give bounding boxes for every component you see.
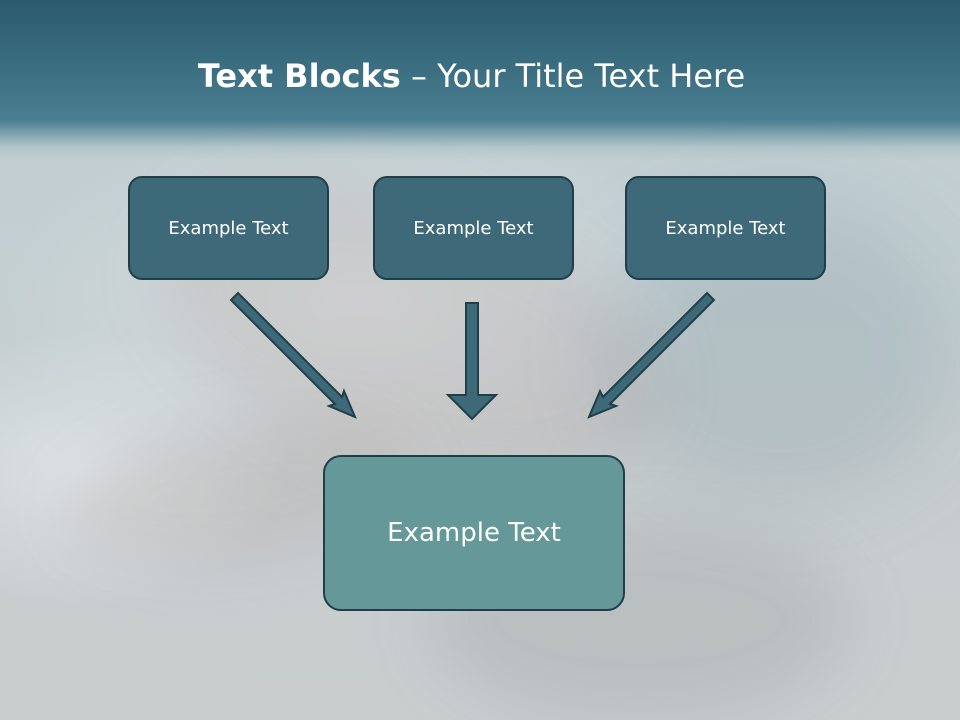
text-block-1-label: Example Text [168, 217, 289, 239]
arrow-down-left [587, 291, 716, 419]
title-rest: Your Title Text Here [437, 57, 746, 95]
header-band [0, 0, 960, 160]
text-block-3-label: Example Text [665, 217, 786, 239]
slide-title: Text Blocks – Your Title Text Here [0, 54, 943, 98]
text-block-1: Example Text [128, 176, 329, 280]
text-block-2-label: Example Text [413, 217, 534, 239]
title-bold: Text Blocks [197, 57, 401, 95]
text-block-2: Example Text [373, 176, 574, 280]
title-separator: – [400, 57, 438, 95]
target-block: Example Text [323, 455, 625, 611]
text-block-3: Example Text [625, 176, 826, 280]
arrow-down [445, 302, 499, 421]
target-block-label: Example Text [387, 518, 561, 548]
arrow-down-right [229, 291, 357, 419]
